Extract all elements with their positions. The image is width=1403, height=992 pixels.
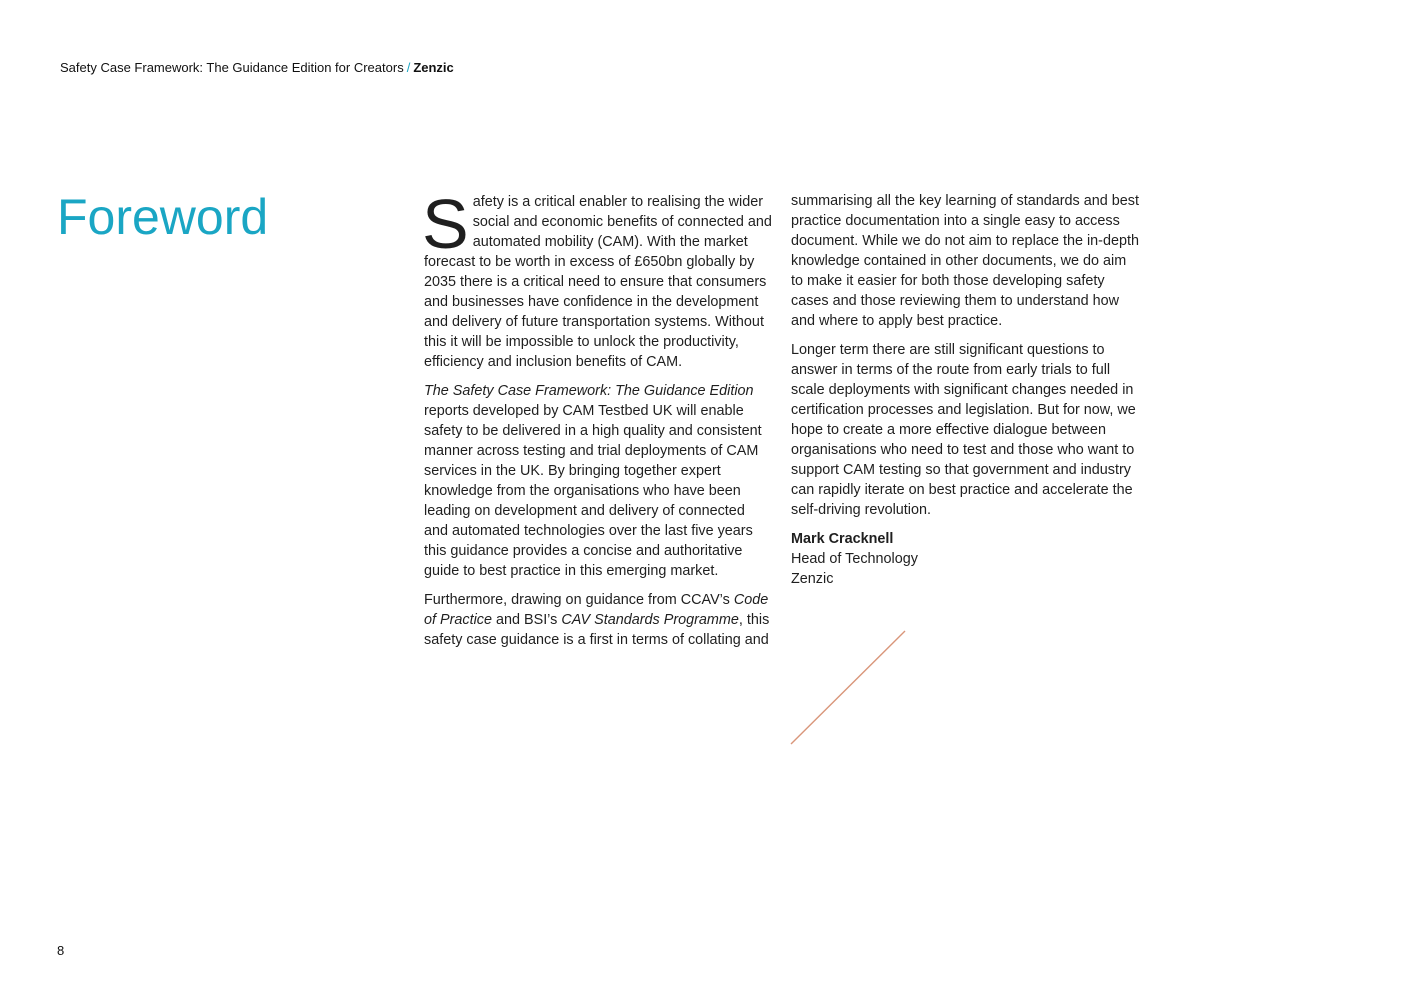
signature-block: Mark Cracknell Head of Technology Zenzic bbox=[791, 529, 1139, 589]
body-column-2: summarising all the key learning of stan… bbox=[791, 191, 1139, 598]
guidance-text: reports developed by CAM Testbed UK will… bbox=[424, 403, 762, 579]
page-title: Foreword bbox=[57, 189, 269, 245]
cav-standards-italic: CAV Standards Programme bbox=[561, 612, 739, 628]
header-separator: / bbox=[406, 60, 411, 75]
running-header: Safety Case Framework: The Guidance Edit… bbox=[60, 59, 454, 76]
furthermore-text-c: and BSI’s bbox=[491, 612, 562, 628]
paragraph-intro-text: afety is a critical enabler to realising… bbox=[424, 194, 772, 370]
guidance-title-italic: The Safety Case Framework: The Guidance … bbox=[424, 383, 754, 399]
paragraph-furthermore: Furthermore, drawing on guidance from CC… bbox=[424, 590, 772, 650]
drop-cap: S bbox=[422, 185, 469, 263]
signature-role: Head of Technology bbox=[791, 551, 918, 567]
header-brand: Zenzic bbox=[413, 60, 454, 75]
furthermore-text-e: , this safety case guidance is a first i… bbox=[424, 612, 770, 648]
page-number: 8 bbox=[57, 943, 65, 958]
paragraph-guidance: The Safety Case Framework: The Guidance … bbox=[424, 381, 772, 581]
signature-name: Mark Cracknell bbox=[791, 531, 894, 547]
furthermore-text-a: Furthermore, drawing on guidance from CC… bbox=[424, 592, 734, 608]
diagonal-stroke bbox=[790, 630, 906, 745]
paragraph-summarising: summarising all the key learning of stan… bbox=[791, 193, 1139, 329]
code-of-practice-italic: Code of Practice bbox=[424, 592, 769, 628]
signature-org: Zenzic bbox=[791, 571, 834, 587]
paragraph-longer-term: Longer term there are still significant … bbox=[791, 342, 1136, 518]
header-doc-title: Safety Case Framework: The Guidance Edit… bbox=[60, 60, 404, 75]
decorative-diagonal-line bbox=[790, 630, 906, 745]
